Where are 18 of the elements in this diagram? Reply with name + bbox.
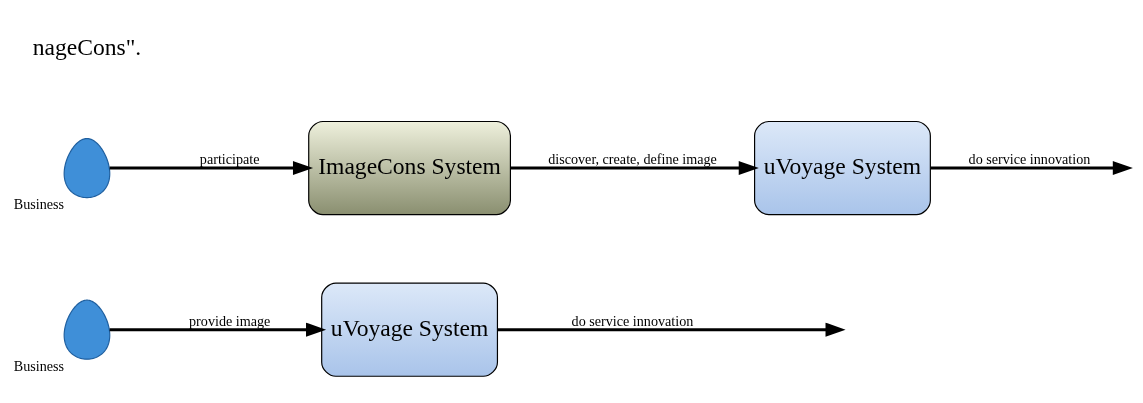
node-box: ImageCons System [308,120,511,215]
arrow [109,160,314,175]
edge-label: discover, create, define image [548,150,717,167]
node-box: uVoyage System [321,282,499,377]
node-label: Business [13,195,65,212]
arrow [497,322,846,337]
node-label: Business [13,357,65,373]
arrow [930,160,1133,175]
edge-label: participate [199,150,260,167]
node-person [63,299,111,360]
arrow [510,160,759,175]
node-box: uVoyage System [754,120,931,215]
edge-label: do service innovation [571,312,694,329]
label: nageCons". [32,33,142,60]
node-person [63,137,111,198]
edge-label: provide image [189,312,271,329]
edge-label: do service innovation [968,150,1091,167]
arrow [109,322,327,337]
